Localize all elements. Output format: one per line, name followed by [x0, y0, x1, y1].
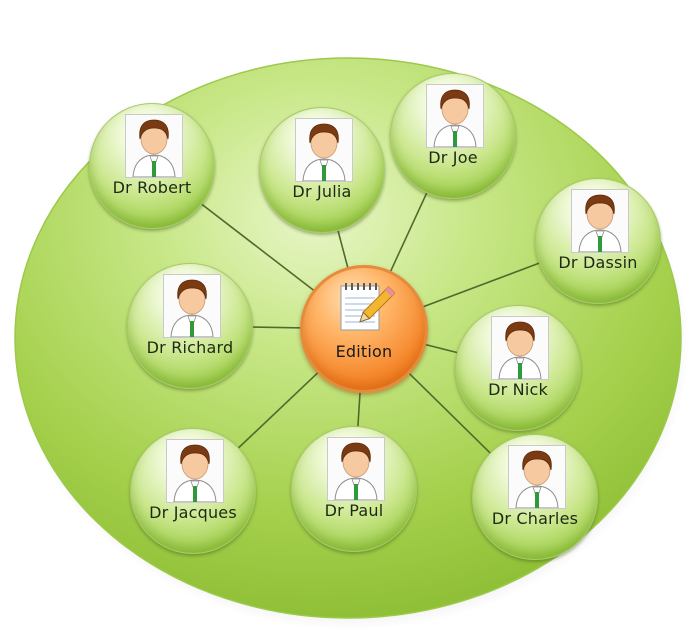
node-label: Dr Richard [146, 338, 234, 357]
doctor-avatar-icon [166, 439, 224, 503]
node-label: Dr Paul [324, 501, 384, 520]
node-dr-robert[interactable]: Dr Robert [89, 103, 215, 229]
doctor-avatar-icon [125, 114, 183, 178]
node-label: Dr Robert [112, 178, 192, 197]
node-label: Dr Joe [428, 148, 478, 167]
center-hub[interactable]: Edition [300, 265, 428, 393]
center-hub-label: Edition [335, 342, 393, 361]
node-dr-dassin[interactable]: Dr Dassin [535, 178, 661, 304]
node-dr-nick[interactable]: Dr Nick [455, 305, 581, 431]
doctor-avatar-icon [508, 445, 566, 509]
doctor-avatar-icon [491, 316, 549, 380]
doctor-avatar-icon [426, 84, 484, 148]
node-label: Dr Charles [491, 509, 579, 528]
node-label: Dr Jacques [149, 503, 237, 522]
node-dr-paul[interactable]: Dr Paul [291, 426, 417, 552]
node-dr-richard[interactable]: Dr Richard [127, 263, 253, 389]
node-label: Dr Julia [292, 182, 352, 201]
node-label: Dr Dassin [558, 253, 638, 272]
doctor-avatar-icon [295, 118, 353, 182]
doctor-avatar-icon [327, 437, 385, 501]
node-label: Dr Nick [488, 380, 548, 399]
notepad-pencil-icon [340, 283, 395, 331]
node-dr-julia[interactable]: Dr Julia [259, 107, 385, 233]
node-dr-charles[interactable]: Dr Charles [472, 434, 598, 560]
node-dr-jacques[interactable]: Dr Jacques [130, 428, 256, 554]
doctor-avatar-icon [163, 274, 221, 338]
node-dr-joe[interactable]: Dr Joe [390, 73, 516, 199]
doctor-avatar-icon [571, 189, 629, 253]
